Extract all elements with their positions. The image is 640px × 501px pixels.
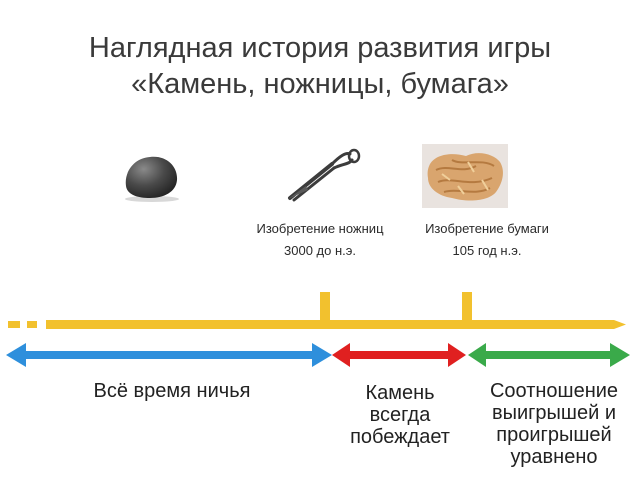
period-label-balanced-line-1: Соотношение — [489, 380, 619, 402]
rock-image — [125, 156, 179, 202]
page-title: Наглядная история развития игры «Камень,… — [0, 30, 640, 102]
period-arrow-green — [468, 343, 630, 367]
timeline-dash-2 — [27, 321, 37, 328]
timeline-dash-1 — [8, 321, 20, 328]
paper-image — [422, 144, 508, 208]
period-label-balanced-line-2: выигрышей и — [491, 402, 617, 424]
period-arrow-red — [332, 343, 466, 367]
period-label-draw-line-1: Всё время ничья — [93, 380, 251, 402]
period-label-rock-wins: Камень всегда побеждает — [330, 382, 470, 448]
title-line-1: Наглядная история развития игры — [88, 32, 552, 64]
period-arrow-blue — [6, 343, 332, 367]
paper-caption-date: 105 год н.э. — [452, 243, 522, 258]
scissors-caption-date: 3000 до н.э. — [284, 243, 356, 258]
period-label-balanced-line-4: уравнено — [510, 446, 598, 468]
scissors-marker — [320, 292, 330, 327]
scissors-image — [288, 148, 361, 202]
timeline-bar — [46, 320, 626, 329]
period-label-rock-wins-line-1: Камень — [365, 382, 435, 404]
period-label-rock-wins-line-3: побеждает — [350, 426, 450, 448]
paper-marker — [462, 292, 472, 327]
scissors-caption-title: Изобретение ножниц — [256, 221, 384, 236]
paper-caption: Изобретение бумаги 105 год н.э. — [404, 218, 570, 262]
period-label-draw: Всё время ничья — [40, 380, 304, 402]
title-line-2: «Камень, ножницы, бумага» — [131, 68, 509, 100]
period-label-rock-wins-line-2: всегда — [369, 404, 431, 426]
period-label-balanced-line-3: проигрышей — [496, 424, 612, 446]
scissors-caption: Изобретение ножниц 3000 до н.э. — [236, 218, 404, 262]
paper-caption-title: Изобретение бумаги — [425, 221, 549, 236]
period-label-balanced: Соотношение выигрышей и проигрышей уравн… — [474, 380, 634, 468]
